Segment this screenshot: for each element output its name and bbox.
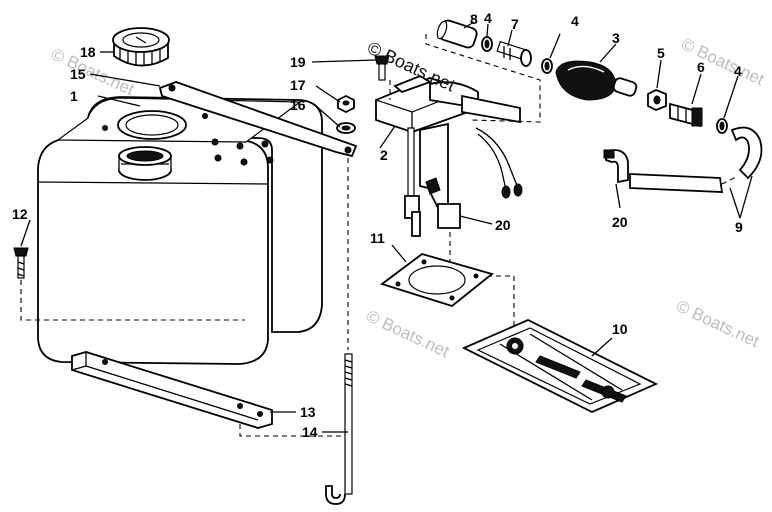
callout-screw-left: 12	[12, 206, 28, 222]
tank-strap	[158, 81, 358, 158]
callout-connector-right: 6	[697, 59, 705, 75]
callout-hose-clip-lower: 20	[612, 214, 628, 230]
callout-connector-left: 7	[511, 16, 519, 32]
filter-screen	[461, 319, 659, 413]
leader-lines	[20, 21, 753, 433]
washer	[336, 122, 356, 134]
callout-screw-top: 19	[290, 54, 306, 70]
hose-sleeve	[436, 19, 478, 49]
callout-clamp-upper-left: 4	[484, 10, 492, 26]
callout-gasket: 11	[370, 230, 385, 246]
callout-fuel-gauge-pickup: 2	[380, 147, 388, 163]
nut	[337, 94, 355, 114]
clamp-upper-mid	[541, 58, 553, 74]
callout-hose-nut: 5	[657, 45, 665, 61]
primer-bulb	[555, 60, 638, 101]
hose-clip-lower	[603, 149, 629, 184]
j-bolt	[325, 353, 353, 505]
callout-fuel-hose: 9	[735, 219, 743, 235]
watermark-top-right: © Boats.net	[678, 34, 767, 89]
callout-strap: 15	[70, 66, 86, 82]
clamp-upper-left	[481, 36, 493, 52]
watermark-bottom-right: © Boats.net	[673, 296, 762, 351]
filler-cap	[112, 27, 170, 67]
callout-hose-clip-upper: 20	[495, 217, 511, 233]
connector-left	[496, 40, 532, 67]
callout-labels: 1 2 3 4 4 4 5 6 7 8 9 10 11 12 13 14 15 …	[12, 10, 743, 440]
watermark-mid: © Boats.net	[363, 306, 452, 361]
callout-primer-bulb: 3	[612, 30, 620, 46]
screw-left	[13, 247, 29, 279]
screw-top	[374, 55, 390, 81]
callout-j-bolt: 14	[302, 424, 318, 440]
bracket	[71, 351, 273, 429]
callout-filler-cap: 18	[80, 44, 96, 60]
callout-clamp-right: 4	[734, 63, 742, 79]
fuel-hose	[629, 126, 763, 193]
callout-hose-sleeve: 8	[470, 11, 478, 27]
callout-nut: 17	[290, 77, 306, 93]
callout-filter-screen: 10	[612, 321, 628, 337]
fuel-tank	[37, 96, 323, 365]
callout-tank: 1	[70, 88, 78, 104]
callout-bracket: 13	[300, 404, 316, 420]
gasket	[380, 253, 494, 308]
fuel-gauge-pickup	[375, 74, 523, 237]
callout-clamp-upper-mid: 4	[571, 13, 579, 29]
connector-right	[669, 102, 703, 128]
callout-washer: 16	[290, 97, 306, 113]
hose-nut	[647, 89, 667, 111]
clamp-right	[716, 118, 728, 134]
